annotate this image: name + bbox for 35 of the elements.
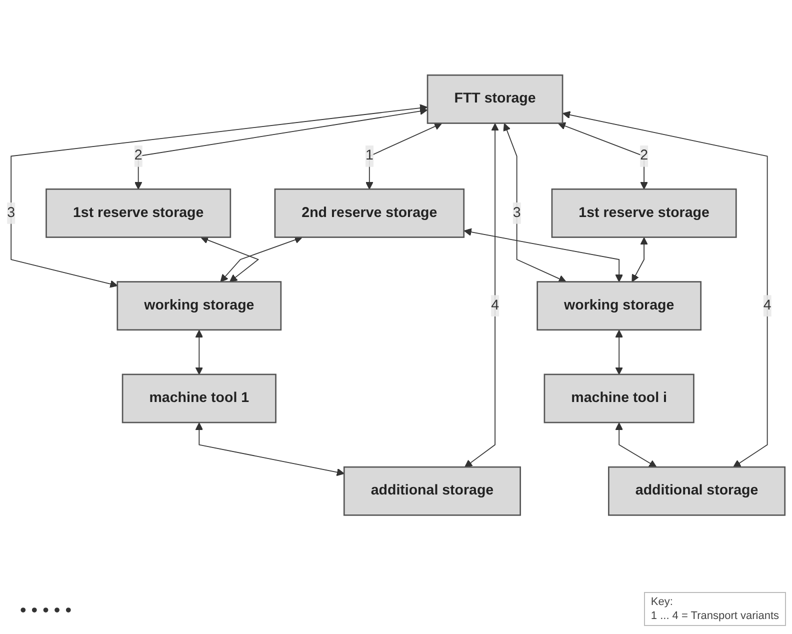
arrow xyxy=(464,228,623,282)
node-box: machine tool 1 xyxy=(122,374,276,424)
edge-label: 2 xyxy=(640,148,648,164)
node-box: 1st reserve storage xyxy=(46,188,232,238)
arrow xyxy=(464,123,499,468)
node-box: 2nd reserve storage xyxy=(274,188,465,238)
node-box: additional storage xyxy=(608,466,786,516)
arrow xyxy=(558,122,648,190)
node-box: working storage xyxy=(536,280,702,330)
key-heading: Key: xyxy=(650,595,674,609)
arrow xyxy=(562,110,768,468)
edge-label: 2 xyxy=(134,148,142,164)
arrow xyxy=(503,123,566,282)
node-box: working storage xyxy=(116,280,282,330)
edge-label: 4 xyxy=(763,298,772,313)
node-box: 1st reserve storage xyxy=(551,188,737,238)
arrow xyxy=(220,236,302,282)
arrow xyxy=(134,107,428,190)
edge-label: 4 xyxy=(491,298,500,313)
arrow xyxy=(366,122,442,190)
ellipsis-dots: • • • • • xyxy=(20,600,72,621)
arrow xyxy=(615,330,623,375)
edge-label: 3 xyxy=(7,205,16,220)
arrow xyxy=(10,104,428,288)
node-box: FTT storage xyxy=(426,74,564,124)
arrow xyxy=(195,330,204,375)
arrow xyxy=(615,422,657,468)
edge-label: 3 xyxy=(512,205,521,220)
node-box: additional storage xyxy=(343,466,521,516)
key-text: 1 ... 4 = Transport variants xyxy=(650,609,779,623)
node-box: machine tool i xyxy=(544,374,694,424)
arrow xyxy=(195,422,344,476)
arrow xyxy=(200,236,260,282)
arrow xyxy=(632,237,648,282)
edge-label: 1 xyxy=(365,148,374,164)
